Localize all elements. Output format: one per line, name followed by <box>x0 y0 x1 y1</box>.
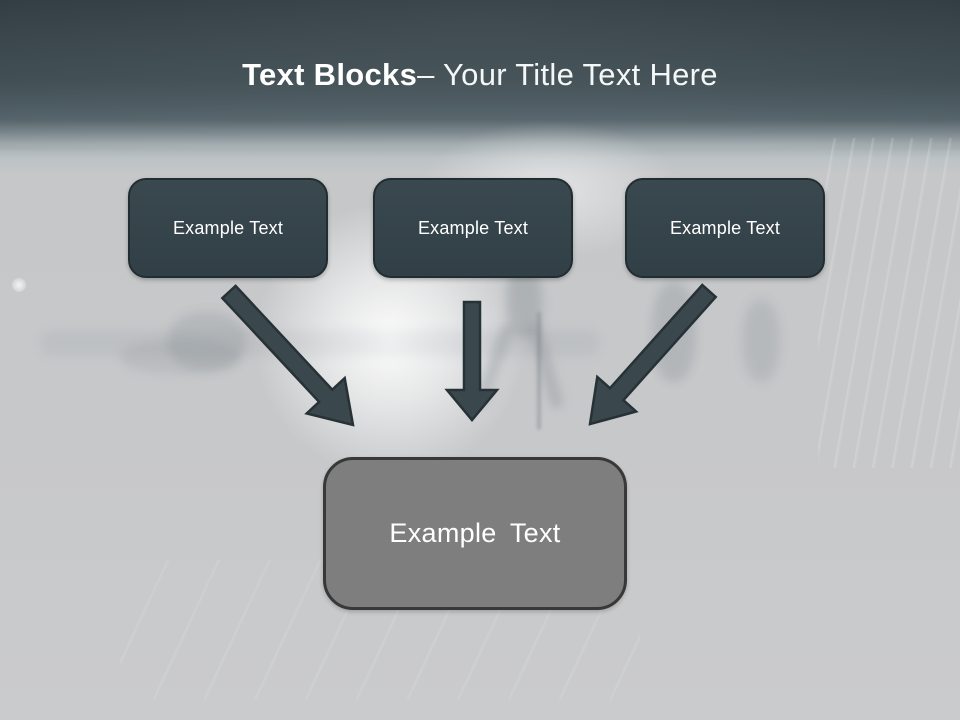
text-block-2-label: Example Text <box>417 217 529 238</box>
slide-title: Text Blocks – Your Title Text Here <box>0 30 960 120</box>
stage-floor-shadow <box>40 330 600 356</box>
slide-title-bold: Text Blocks <box>242 57 418 92</box>
text-block-1-label: Example Text <box>172 217 284 238</box>
down-right-arrow-icon <box>220 284 355 427</box>
crowd-silhouette <box>742 300 780 382</box>
down-left-arrow-icon <box>588 283 718 426</box>
slide-title-regular: – Your Title Text Here <box>417 57 718 92</box>
crowd-silhouette <box>168 312 246 370</box>
performer-silhouette <box>528 322 564 410</box>
text-block-3-label: Example Text <box>669 217 781 238</box>
light-dot <box>12 278 26 292</box>
text-block-3: Example Text <box>625 178 825 278</box>
text-block-1: Example Text <box>128 178 328 278</box>
performer-silhouette <box>473 322 515 410</box>
text-block-2: Example Text <box>373 178 573 278</box>
mic-stand-silhouette <box>537 312 541 430</box>
result-block: Example Text <box>323 457 627 610</box>
down-arrow-icon <box>444 300 500 422</box>
crowd-silhouette <box>120 340 240 374</box>
crowd-silhouette <box>652 282 696 382</box>
result-block-label: Example Text <box>389 518 561 548</box>
light-streaks-right <box>818 138 960 468</box>
